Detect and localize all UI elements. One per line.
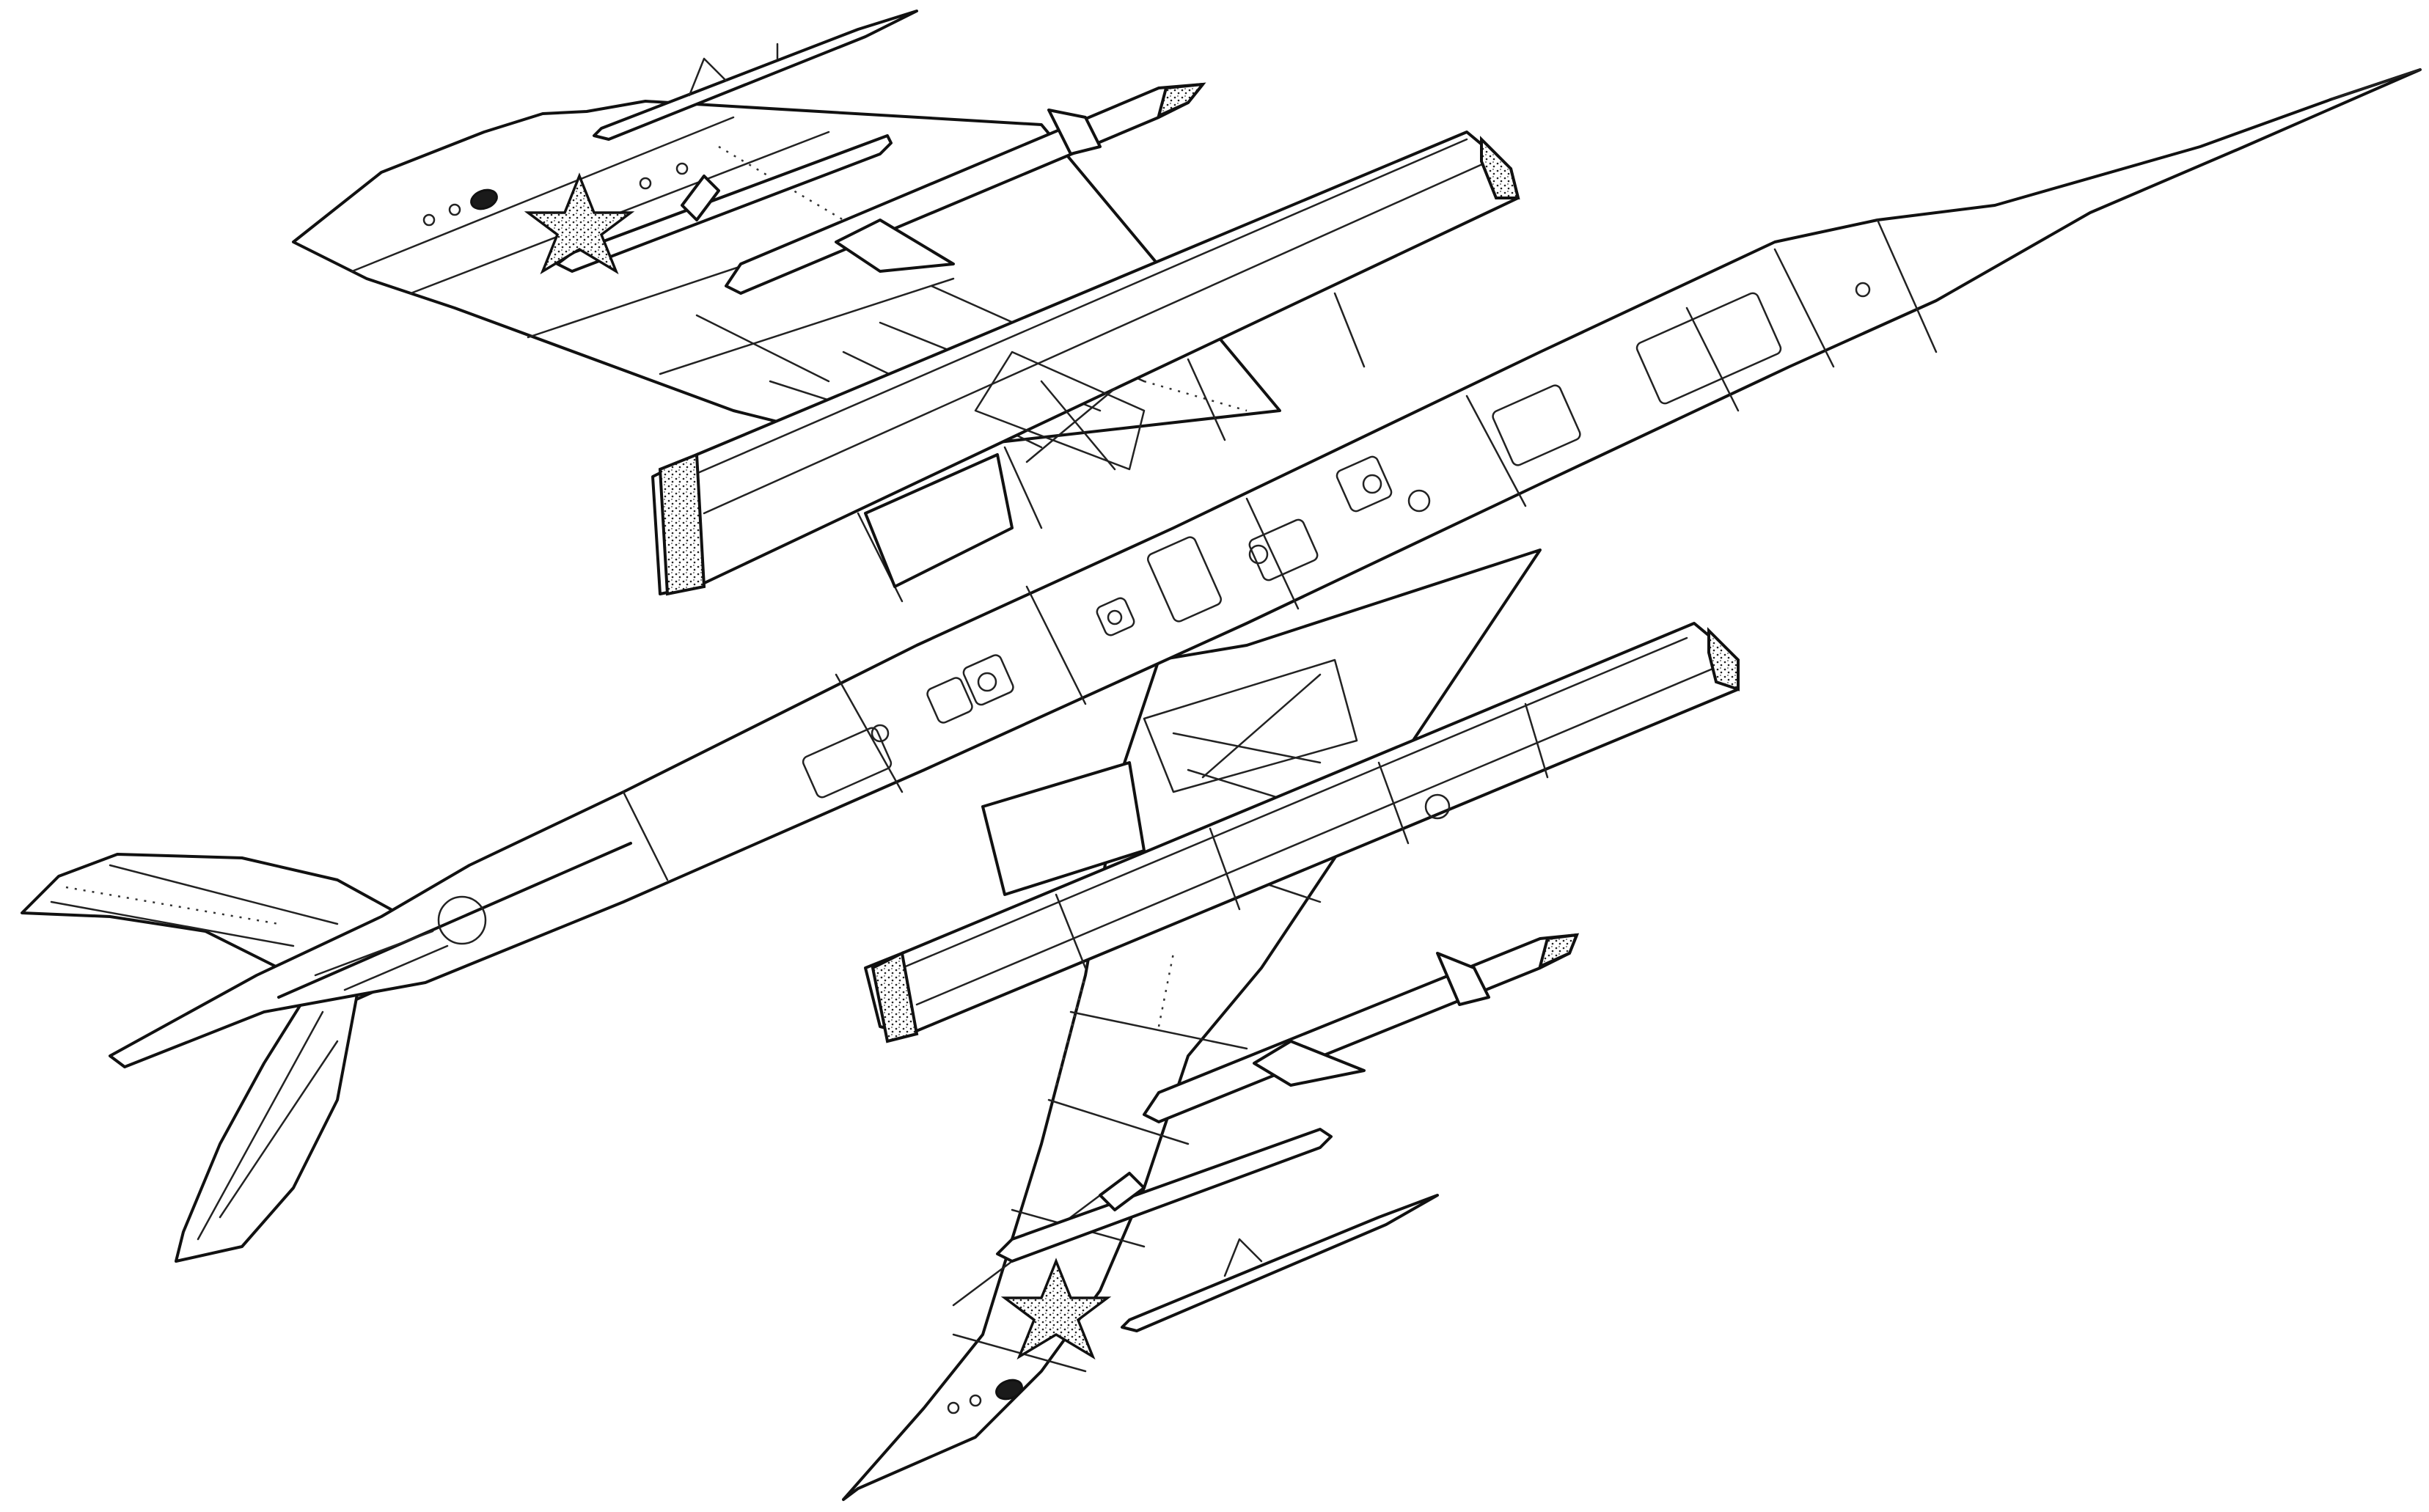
- upper-nacelle-nose: [1480, 136, 1520, 199]
- lower-inner-missile: [1143, 933, 1580, 1123]
- fastener: [422, 213, 436, 227]
- lower-pylon-strut: [1143, 658, 1358, 793]
- lower-outer-missile: [1121, 1194, 1439, 1332]
- lower-gear-door: [981, 761, 1146, 896]
- fuselage: [109, 68, 2422, 1068]
- nose-cone: [1876, 68, 2422, 353]
- ventral-strake: [314, 930, 449, 991]
- upper-intake: [658, 452, 706, 596]
- fastener: [1424, 793, 1451, 820]
- lower-stabilizer-lines: [197, 1010, 339, 1241]
- access-panel: [962, 654, 1014, 706]
- upper-gear-door: [864, 453, 1014, 588]
- access-panel: [1336, 455, 1393, 513]
- fastener: [1107, 609, 1123, 625]
- fastener: [1407, 489, 1431, 513]
- lower-pylon-cross: [1172, 673, 1322, 779]
- fastener: [1248, 544, 1269, 565]
- upper-stabilizer-dash: [65, 886, 279, 925]
- upper-nacelle-lines: [688, 138, 1490, 603]
- lower-wing-dash: [1055, 953, 1175, 1086]
- fastener: [675, 162, 689, 175]
- upper-outer-missile: [593, 10, 918, 141]
- fastener: [969, 1394, 982, 1407]
- upper-inner-missile: [725, 82, 1206, 295]
- access-panel: [1635, 292, 1782, 405]
- access-panel: [1096, 597, 1135, 636]
- fastener: [947, 1401, 960, 1414]
- upper-stabilizer-lines: [50, 864, 339, 947]
- fuselage-centerline: [277, 842, 632, 999]
- lower-intake: [871, 951, 919, 1043]
- lower-fuel-tank: [996, 1128, 1333, 1263]
- access-panel: [1248, 518, 1319, 581]
- fastener: [871, 724, 890, 743]
- upper-pylon-cross: [1025, 380, 1116, 471]
- fastener: [1362, 474, 1382, 494]
- upper-fuel-tank: [556, 134, 893, 273]
- access-panel: [1147, 536, 1222, 623]
- upper-wing-marker: [470, 188, 498, 210]
- access-panel: [926, 677, 973, 724]
- lower-stabilizer: [175, 981, 361, 1263]
- lower-nacelle-nose: [1707, 627, 1740, 691]
- fuselage-panel-lines: [622, 248, 1835, 881]
- access-panel: [1492, 384, 1581, 466]
- fastener: [1855, 282, 1871, 298]
- fastener: [437, 895, 487, 945]
- lower-wing-marker: [995, 1379, 1023, 1401]
- fastener: [639, 177, 652, 190]
- upper-pylon-strut: [974, 351, 1146, 471]
- lower-nacelle-lines: [901, 636, 1718, 1006]
- lower-wing-star-insignia: [1000, 1258, 1112, 1360]
- access-panel: [802, 727, 893, 799]
- fastener: [448, 203, 461, 216]
- fastener: [977, 672, 997, 692]
- upper-wing-star-insignia: [524, 172, 635, 275]
